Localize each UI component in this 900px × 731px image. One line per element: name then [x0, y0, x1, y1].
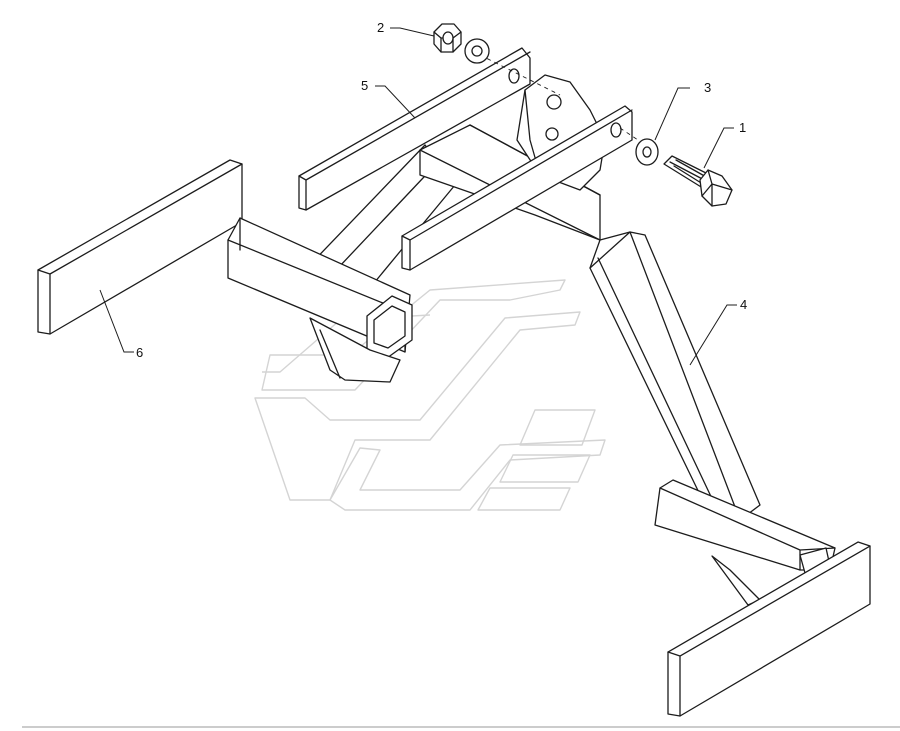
part-2-washer: [464, 38, 490, 64]
part-3-washer: [635, 138, 659, 166]
part-5-bar-front: [401, 105, 633, 271]
callout-label-6: 6: [136, 345, 143, 360]
leader-lines: [99, 27, 737, 366]
part-1-bolt: [663, 155, 733, 207]
part-5-bar-rear: [298, 47, 531, 211]
watermark-logo: [254, 279, 606, 511]
callout-label-1: 1: [739, 120, 746, 135]
part-4-frame: [227, 74, 836, 606]
callout-label-3: 3: [704, 80, 711, 95]
callout-label-2: 2: [377, 20, 384, 35]
part-6-pad: [37, 159, 243, 335]
callout-label-4: 4: [740, 297, 747, 312]
part-6-pad-mounted: [667, 541, 871, 717]
callout-label-5: 5: [361, 78, 368, 93]
part-2-nut: [433, 23, 462, 53]
